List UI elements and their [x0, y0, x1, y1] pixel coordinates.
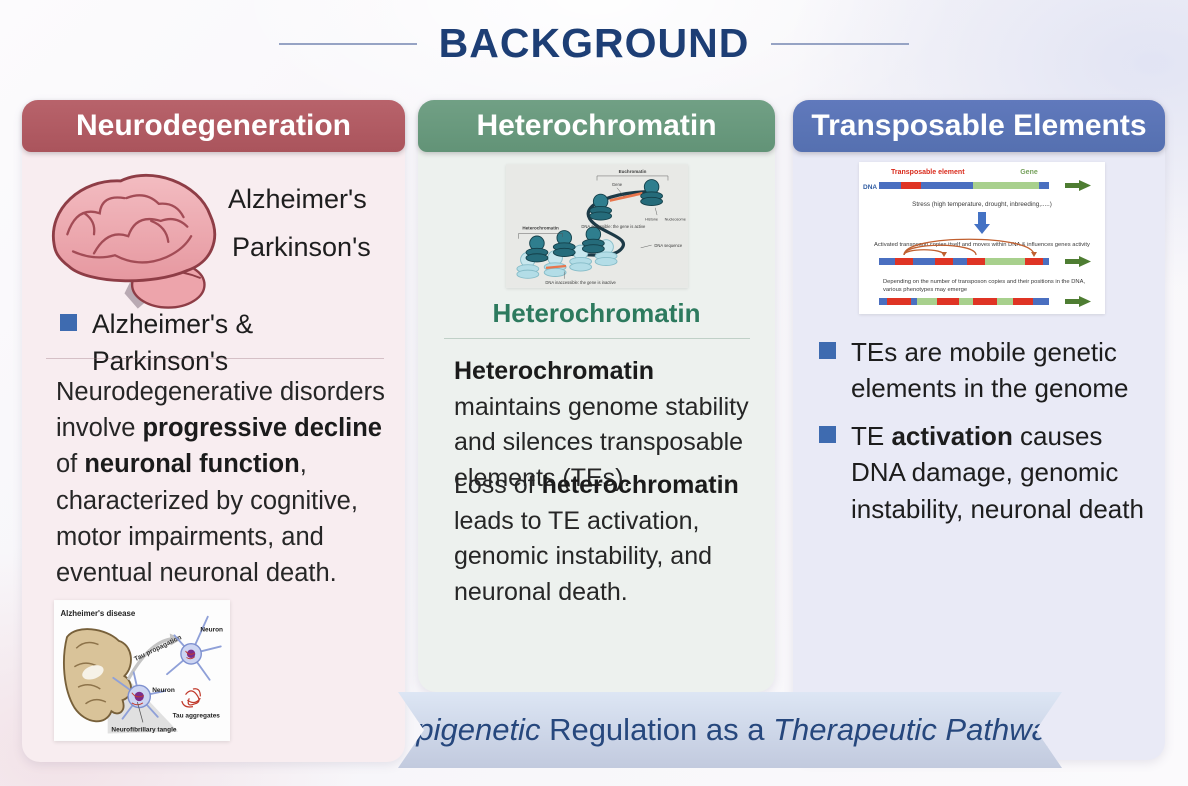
panel-transposable-elements: Transposable Elements Transposable eleme…: [793, 100, 1165, 760]
nucleosome: [589, 193, 613, 221]
bullet-square-icon: [819, 342, 836, 359]
panel-header-transposable-elements: Transposable Elements: [793, 100, 1165, 152]
para-bold: progressive decline: [142, 414, 382, 443]
bullet-text: TEs are mobile genetic elements in the g…: [851, 337, 1129, 404]
aggregates-label: Tau aggregates: [173, 713, 221, 720]
tangle-label: Neurofibrillary tangle: [111, 727, 176, 734]
tau-propagation-arrow: [126, 637, 172, 681]
neuron-label-1: Neuron: [152, 687, 175, 694]
panel-header-neurodegeneration: Neurodegeneration: [22, 100, 405, 152]
bullet-item-diseases: Alzheimer's & Parkinson's: [60, 306, 390, 380]
transposable-elements-figure: Transposable element Gene DNA Stress (hi…: [859, 162, 1105, 314]
gene-label: Gene: [1020, 169, 1038, 176]
page-title: BACKGROUND: [438, 20, 750, 66]
bullet-item-te-mobile: TEs are mobile genetic elements in the g…: [819, 334, 1155, 407]
panel-neurodegeneration: Neurodegeneration Alzheimer's P: [22, 100, 405, 762]
cerebrum: [51, 173, 216, 283]
bullet-text: Alzheimer's & Parkinson's: [92, 309, 254, 377]
dna-inaccessible-label: DNA inaccessible: the gene is inactive: [545, 280, 616, 285]
depending-label-1: Depending on the number of transposon co…: [883, 279, 1085, 285]
green-arrow-icon: [1065, 256, 1091, 267]
heterochromatin-paragraph-2: Loss of heterochromatin leads to TE acti…: [454, 468, 764, 610]
active-gene-segment: [609, 191, 643, 202]
euchromatin-label: Euchromatin: [619, 169, 647, 174]
gene-label: Gene: [612, 182, 623, 187]
activated-label: Activated transposon copies itself and m…: [874, 242, 1090, 248]
neurodegeneration-paragraph: Neurodegenerative disorders involve prog…: [56, 374, 388, 591]
brain-gyri: [66, 194, 193, 264]
arrowhead: [169, 633, 182, 646]
dna-bar-3: [879, 298, 1049, 305]
panel-heterochromatin: Heterochromatin: [418, 100, 775, 692]
nucleosome: [581, 226, 605, 254]
depending-label-2: various phenotypes may emerge: [883, 287, 967, 293]
para-text: Loss of: [454, 471, 542, 499]
label-parkinsons: Parkinson's: [232, 232, 371, 262]
dna-sequence-label: DNA sequence: [654, 243, 683, 248]
title-rule-left: [278, 42, 417, 45]
arc-arrowhead: [1031, 252, 1037, 257]
heterochromatin-subheading: Heterochromatin: [492, 298, 701, 328]
bullet-item-te-activation: TE activation causes DNA damage, genomic…: [819, 418, 1155, 527]
tau-aggregates: [181, 688, 201, 708]
dna-bar-1: [879, 182, 1049, 189]
bullet-square-icon: [60, 314, 77, 331]
green-arrow-icon: [1065, 296, 1091, 307]
histone-label: Histone: [645, 218, 658, 222]
dna-label: DNA: [863, 184, 877, 191]
banner-text-italic-1: Epigenetic: [395, 712, 541, 747]
heterochromatin-label: Heterochromatin: [522, 226, 559, 231]
para-text: leads to TE activation, genomic instabil…: [454, 506, 713, 606]
para-text: of: [56, 450, 85, 479]
alzheimers-disease-figure: Alzheimer's disease Tau propagation Neur…: [54, 600, 230, 741]
stress-label: Stress (high temperature, drought, inbre…: [912, 201, 1052, 208]
para-text: , characterized by cognitive, motor impa…: [56, 450, 358, 588]
banner-ribbon: Epigenetic Regulation as a Therapeutic P…: [398, 692, 1062, 768]
nucleosome: [552, 230, 576, 257]
banner-text-italic-2: Therapeutic Pathway: [773, 712, 1065, 747]
dna-accessible-label: DNA accessible: the gene is active: [581, 224, 646, 229]
nucleosome: [525, 235, 549, 263]
tangle-pointer: [137, 701, 144, 723]
para-bold: activation: [891, 421, 1013, 451]
bullet-square-icon: [819, 426, 836, 443]
banner-text-regular: Regulation as a: [540, 712, 774, 747]
para-text: TE: [851, 421, 892, 451]
neuron-label-2: Neuron: [200, 627, 223, 634]
divider: [46, 358, 384, 359]
nucleosome: [569, 244, 592, 272]
slide-title-row: BACKGROUND: [0, 20, 1188, 67]
divider: [444, 338, 750, 339]
panel-title-heterochromatin: Heterochromatin: [476, 109, 717, 142]
para-text: maintains genome stability and silences …: [454, 392, 749, 492]
neuron-top-right: [166, 615, 222, 681]
te-label: Transposable element: [891, 169, 965, 176]
para-text: causes DNA damage, genomic instability, …: [851, 421, 1144, 524]
nucleosome: [640, 179, 663, 206]
arc-arrowhead: [941, 252, 947, 257]
figure-title: Alzheimer's disease: [60, 609, 135, 618]
heterochromatin-paragraph-1: Heterochromatin maintains genome stabili…: [454, 354, 756, 496]
para-bold: Heterochromatin: [454, 357, 655, 385]
down-arrow-icon: [974, 212, 990, 234]
bullet-text: TE activation causes DNA damage, genomic…: [851, 418, 1155, 527]
panel-title-neurodegeneration: Neurodegeneration: [75, 109, 352, 142]
brain-icon: [51, 173, 216, 309]
annotation-lines: [518, 175, 669, 279]
brain-slice: [63, 628, 133, 723]
green-arrow-icon: [1065, 180, 1091, 191]
neuron-middle: [112, 671, 167, 720]
title-rule-right: [771, 42, 910, 45]
dna-bar-2: [879, 258, 1049, 265]
heterochromatin-figure: Euchromatin Gene Histone Nucleosome DNA …: [506, 164, 688, 288]
nucleosome-label: Nucleosome: [665, 218, 686, 222]
para-text: Neurodegenerative disorders involve: [56, 378, 385, 443]
label-alzheimers: Alzheimer's: [228, 184, 367, 214]
panel-header-heterochromatin: Heterochromatin: [418, 100, 775, 152]
panel-title-transposable-elements: Transposable Elements: [811, 109, 1147, 142]
para-bold: heterochromatin: [541, 471, 739, 499]
inactive-gene-segment: [545, 264, 567, 269]
para-bold: neuronal function: [84, 450, 300, 479]
